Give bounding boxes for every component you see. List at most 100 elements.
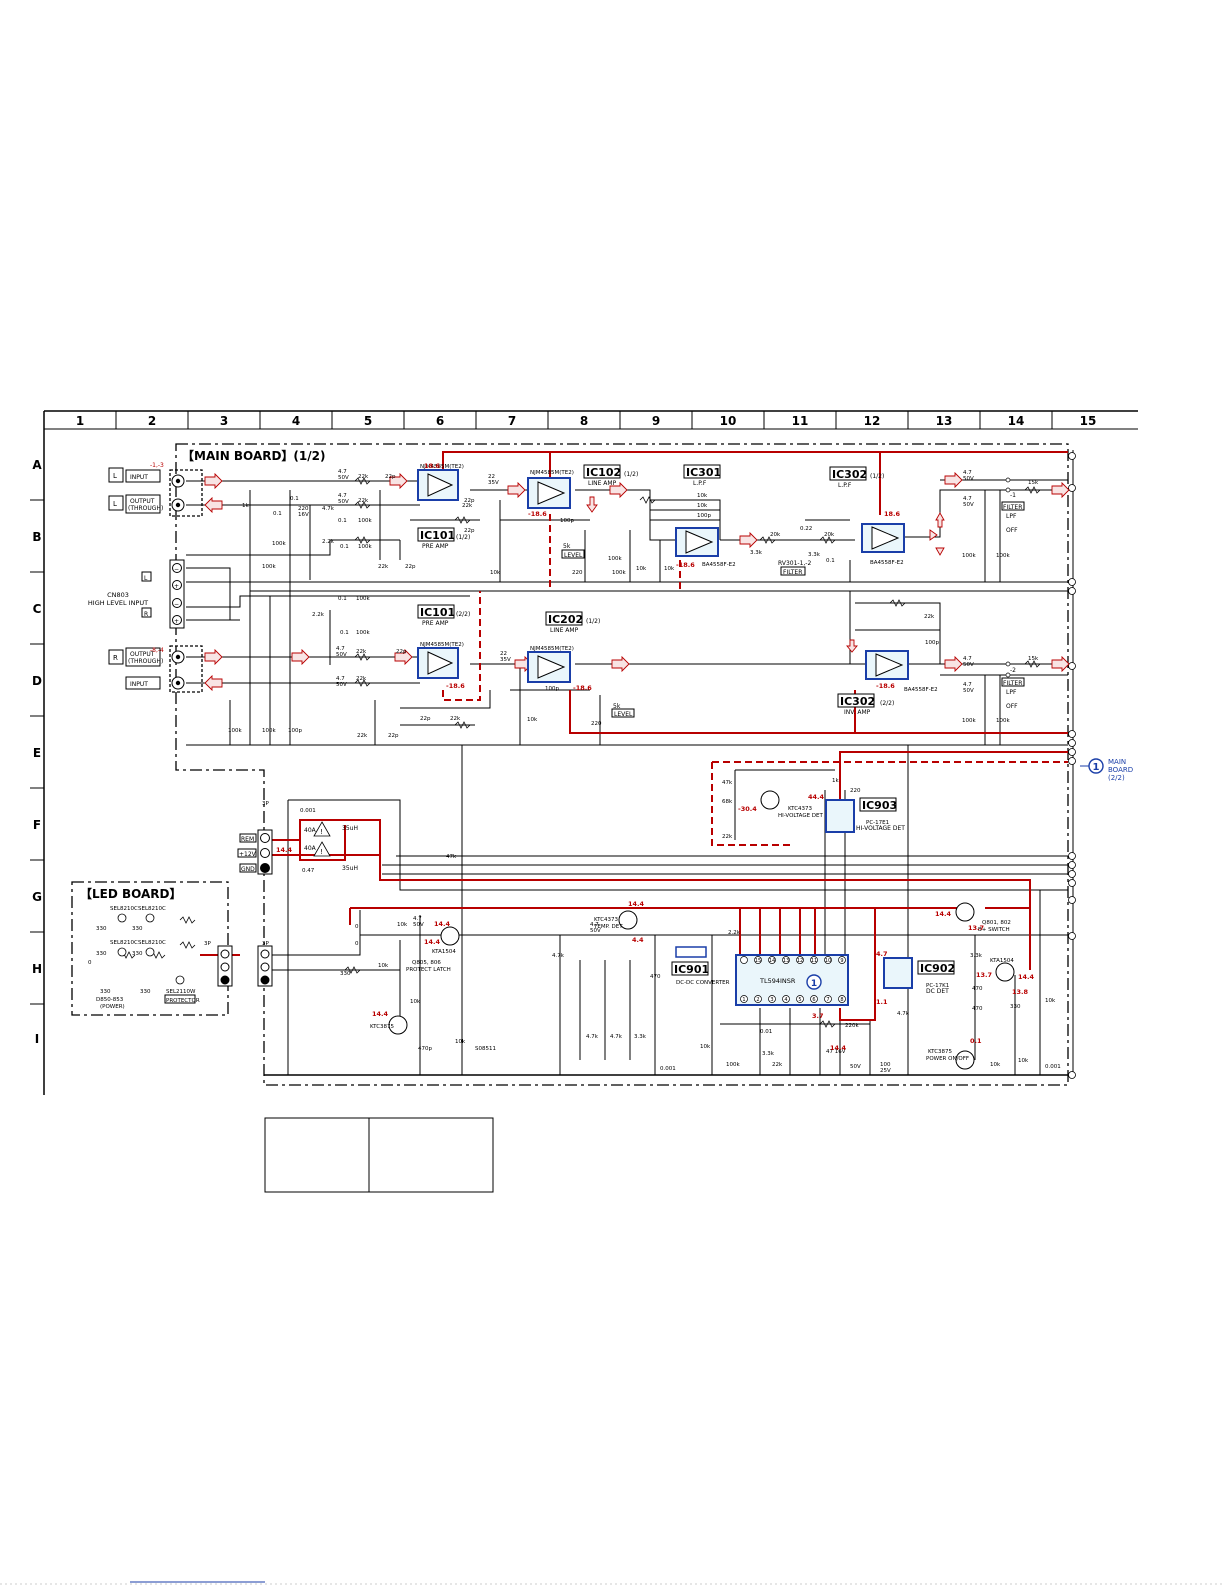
main-board-2-line3: (2/2) <box>1108 774 1125 782</box>
svg-text:10k: 10k <box>697 493 708 499</box>
ic101b-desc: PRE AMP <box>422 620 449 627</box>
led-sel8210-1: SEL8210C <box>110 906 138 912</box>
ic901-pin-10: 10 <box>825 958 831 964</box>
svg-text:22p: 22p <box>385 474 396 480</box>
svg-text:3.3k: 3.3k <box>970 953 983 959</box>
svg-text:470p: 470p <box>418 1046 432 1052</box>
svg-text:0.1: 0.1 <box>273 511 282 517</box>
svg-text:22k: 22k <box>450 716 461 722</box>
pn-ba4558-1: BA4558F-E2 <box>702 562 736 568</box>
ic902-desc: DC DET <box>926 988 949 995</box>
svg-text:100k: 100k <box>262 564 276 570</box>
ktc3875-a: KTC3875 <box>370 1024 395 1030</box>
ic101b-label: IC101 <box>420 606 455 619</box>
ic102-sub: (1/2) <box>624 471 638 478</box>
svg-text:68k: 68k <box>722 799 733 805</box>
rv301-filter: FILTER <box>783 569 802 576</box>
svg-text:2.2k: 2.2k <box>322 539 335 545</box>
svg-text:22k: 22k <box>357 733 368 739</box>
svg-text:50V: 50V <box>963 502 974 508</box>
svg-text:3.3k: 3.3k <box>762 1051 775 1057</box>
input-section: L INPUT L OUTPUT (THROUGH) − + − + L R C… <box>88 462 203 693</box>
svg-text:100k: 100k <box>608 556 622 562</box>
coil-label-1: 35uH <box>342 825 358 832</box>
rem-label: REM <box>241 836 254 843</box>
svg-text:4.7: 4.7 <box>963 656 972 662</box>
v-44-4: 44.4 <box>808 793 825 801</box>
resistors <box>119 477 1041 1028</box>
kta1504-b: KTA1504 <box>990 958 1014 964</box>
kta1504-a: KTA1504 <box>432 949 456 955</box>
edge-connector <box>1068 450 1076 1079</box>
svg-text:50V: 50V <box>413 922 424 928</box>
svg-text:100p: 100p <box>697 513 711 519</box>
svg-text:47k: 47k <box>446 854 457 860</box>
svg-text:S08511: S08511 <box>475 1046 496 1052</box>
svg-text:4.7: 4.7 <box>338 493 347 499</box>
ic901-pin-8: 8 <box>840 997 843 1003</box>
svg-text:4.7k: 4.7k <box>610 1034 623 1040</box>
svg-text:5k: 5k <box>563 543 571 550</box>
col-1: 1 <box>76 414 84 428</box>
ic-labels: IC101 (1/2) PRE AMP IC101 (2/2) PRE AMP … <box>417 464 955 995</box>
svg-text:1: 1 <box>1093 762 1100 773</box>
svg-text:10k: 10k <box>410 999 421 1005</box>
v-n18-6-e: -18.6 <box>876 682 895 690</box>
ic302a-desc: L.P.F <box>838 482 852 489</box>
col-11: 11 <box>792 414 809 428</box>
svg-text:22k: 22k <box>358 498 369 504</box>
svg-text:100k: 100k <box>356 630 370 636</box>
power-connector: REM +12V GND ! ! 40A 40A 35uH 35uH <box>237 821 358 875</box>
ic901-pin-5: 5 <box>798 997 801 1003</box>
v-4-4: 4.4 <box>632 936 644 944</box>
ic102-label: IC102 <box>586 466 621 479</box>
svg-text:2.2k: 2.2k <box>728 930 741 936</box>
l-input-label: INPUT <box>130 474 148 481</box>
svg-text:100p: 100p <box>545 686 559 692</box>
svg-text:−: − <box>174 566 179 573</box>
svg-text:470: 470 <box>972 986 983 992</box>
svg-text:10k: 10k <box>378 963 389 969</box>
row-labels: A B C D E F G H I <box>30 458 44 1046</box>
svg-text:22k: 22k <box>722 834 733 840</box>
pn-opamp-1: NJM4585M(TE2) <box>420 464 464 470</box>
svg-text:50V: 50V <box>338 475 349 481</box>
svg-text:220: 220 <box>591 721 602 727</box>
svg-text:50V: 50V <box>338 499 349 505</box>
fuse-label-1: 40A <box>304 827 317 834</box>
svg-text:20k: 20k <box>770 532 781 538</box>
pn-pc17e1: PC-17E1 <box>866 820 889 826</box>
svg-text:330: 330 <box>1010 1004 1021 1010</box>
v-13-7-b: 13.7 <box>976 971 992 979</box>
v-18-6-a: 18.6 <box>424 462 441 470</box>
r-output-label-1: OUTPUT <box>130 651 155 658</box>
r-tag: R <box>113 654 118 662</box>
svg-text:100k: 100k <box>358 544 372 550</box>
svg-text:+: + <box>174 583 179 590</box>
svg-text:0.22: 0.22 <box>800 526 812 532</box>
ic302b-sub: (2/2) <box>880 700 894 707</box>
signal-wiring <box>186 479 1068 1076</box>
filter-labels: FILTER LPF OFF -1 FILTER LPF OFF -2 RV30… <box>561 477 1025 718</box>
svg-text:0: 0 <box>88 960 92 966</box>
v-14-4-c: 14.4 <box>424 938 441 946</box>
svg-text:15k: 15k <box>1028 656 1039 662</box>
ic901-label: IC901 <box>674 963 709 976</box>
svg-text:100k: 100k <box>262 728 276 734</box>
svg-text:1k: 1k <box>242 503 249 509</box>
svg-text:100: 100 <box>880 1062 891 1068</box>
svg-text:100p: 100p <box>925 640 939 646</box>
filter-off-r: OFF <box>1006 703 1018 710</box>
ic901-pins: 1 2 3 4 5 6 7 8 9 10 11 12 13 14 15 <box>740 956 846 1003</box>
svg-text:22k: 22k <box>772 1062 783 1068</box>
v-13-8: 13.8 <box>1012 988 1029 996</box>
ic901-pin-1: 1 <box>742 997 745 1003</box>
col-3: 3 <box>220 414 228 428</box>
pn-ba4558-3: BA4558F-E2 <box>904 687 938 693</box>
row-E: E <box>33 746 41 760</box>
svg-text:10k: 10k <box>1045 998 1056 1004</box>
svg-text:!: ! <box>320 848 323 856</box>
svg-text:!: ! <box>320 828 323 836</box>
v-14-4-h: 14.4 <box>830 1044 847 1052</box>
